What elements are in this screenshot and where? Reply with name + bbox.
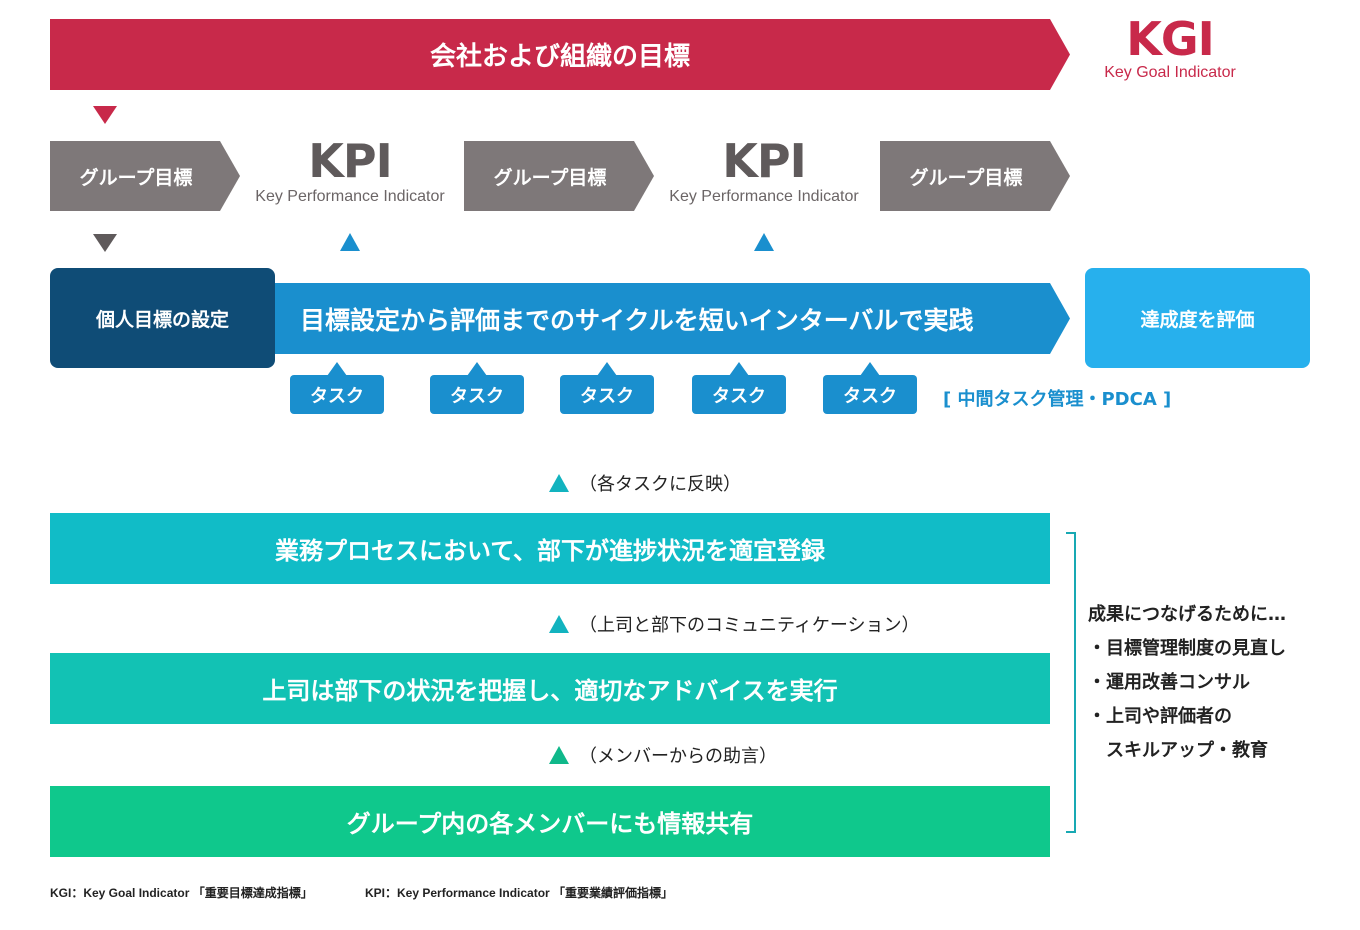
arrow-down-icon — [93, 234, 117, 252]
evaluation-text: 達成度を評価 — [1140, 308, 1255, 331]
results-item: スキルアップ・教育 — [1088, 740, 1268, 761]
task-label: タスク — [430, 375, 524, 414]
kpi-subtitle-2: Key Performance Indicator — [669, 188, 859, 205]
group-goal-label: グループ目標 — [493, 166, 607, 189]
evaluation-box: 達成度を評価 — [1085, 268, 1310, 368]
arrow-up-icon — [340, 233, 360, 251]
arrow-down-icon — [93, 106, 117, 124]
task-label: タスク — [823, 375, 917, 414]
cycle-banner-text: 目標設定から評価までのサイクルを短いインターバルで実践 — [300, 305, 974, 335]
task-pointer — [327, 362, 347, 376]
note-reflect-text: （各タスクに反映） — [579, 474, 741, 495]
group-goal-label: グループ目標 — [79, 166, 193, 189]
results-heading: 成果につなげるために… — [1088, 604, 1286, 625]
results-list: 成果につなげるために… ・目標管理制度の見直し ・運用改善コンサル ・上司や評価… — [1088, 598, 1286, 768]
results-item: ・目標管理制度の見直し — [1088, 638, 1286, 659]
band-text: 業務プロセスにおいて、部下が進捗状況を適宜登録 — [274, 537, 826, 565]
note-reflect: （各タスクに反映） — [549, 470, 741, 496]
task-label: タスク — [290, 375, 384, 414]
personal-goal-box: 個人目標の設定 — [50, 268, 275, 368]
kgi-title: KGI — [1126, 12, 1215, 66]
group-goal-box-3: グループ目標 — [880, 141, 1070, 211]
results-item: ・運用改善コンサル — [1088, 672, 1250, 693]
band-progress-registration: 業務プロセスにおいて、部下が進捗状況を適宜登録 — [50, 513, 1050, 584]
task-pointer — [597, 362, 617, 376]
group-goal-label: グループ目標 — [909, 166, 1023, 189]
band-text: 上司は部下の状況を把握し、適切なアドバイスを実行 — [262, 677, 838, 705]
personal-goal-text: 個人目標の設定 — [95, 308, 229, 331]
note-communication-text: （上司と部下のコミュニティケーション） — [579, 615, 920, 636]
task-item: タスク — [560, 362, 654, 414]
task-item: タスク — [692, 362, 786, 414]
kpi-title-2: KPI — [722, 134, 806, 188]
band-text: グループ内の各メンバーにも情報共有 — [346, 810, 754, 838]
task-label: タスク — [692, 375, 786, 414]
group-goal-box-2: グループ目標 — [464, 141, 654, 211]
note-advice-text: （メンバーからの助言） — [579, 746, 777, 767]
arrow-up-icon — [549, 615, 569, 633]
note-advice: （メンバーからの助言） — [549, 742, 777, 768]
task-pointer — [860, 362, 880, 376]
band-info-sharing: グループ内の各メンバーにも情報共有 — [50, 786, 1050, 857]
results-item: ・上司や評価者の — [1088, 706, 1232, 727]
kpi-subtitle-1: Key Performance Indicator — [255, 188, 445, 205]
cycle-banner: 目標設定から評価までのサイクルを短いインターバルで実践 — [255, 283, 1070, 354]
kpi-title-1: KPI — [308, 134, 392, 188]
task-label: タスク — [560, 375, 654, 414]
arrow-up-icon — [754, 233, 774, 251]
right-bracket — [1066, 532, 1076, 833]
task-pointer — [729, 362, 749, 376]
kgi-subtitle: Key Goal Indicator — [1104, 64, 1236, 81]
group-goal-box-1: グループ目標 — [50, 141, 240, 211]
company-goal-banner: 会社および組織の目標 — [50, 19, 1070, 90]
note-communication: （上司と部下のコミュニティケーション） — [549, 611, 920, 637]
pdca-label: [ 中間タスク管理・PDCA ] — [943, 389, 1172, 410]
arrow-up-icon — [549, 474, 569, 492]
arrow-up-icon — [549, 746, 569, 764]
footnote-kpi: KPI：Key Performance Indicator 「重要業績評価指標」 — [365, 886, 674, 900]
task-pointer — [467, 362, 487, 376]
company-goal-text: 会社および組織の目標 — [429, 42, 690, 72]
band-manager-advice: 上司は部下の状況を把握し、適切なアドバイスを実行 — [50, 653, 1050, 724]
task-item: タスク — [430, 362, 524, 414]
footnote-kgi: KGI：Key Goal Indicator 「重要目標達成指標」 — [50, 886, 313, 900]
task-item: タスク — [823, 362, 917, 414]
task-item: タスク — [290, 362, 384, 414]
